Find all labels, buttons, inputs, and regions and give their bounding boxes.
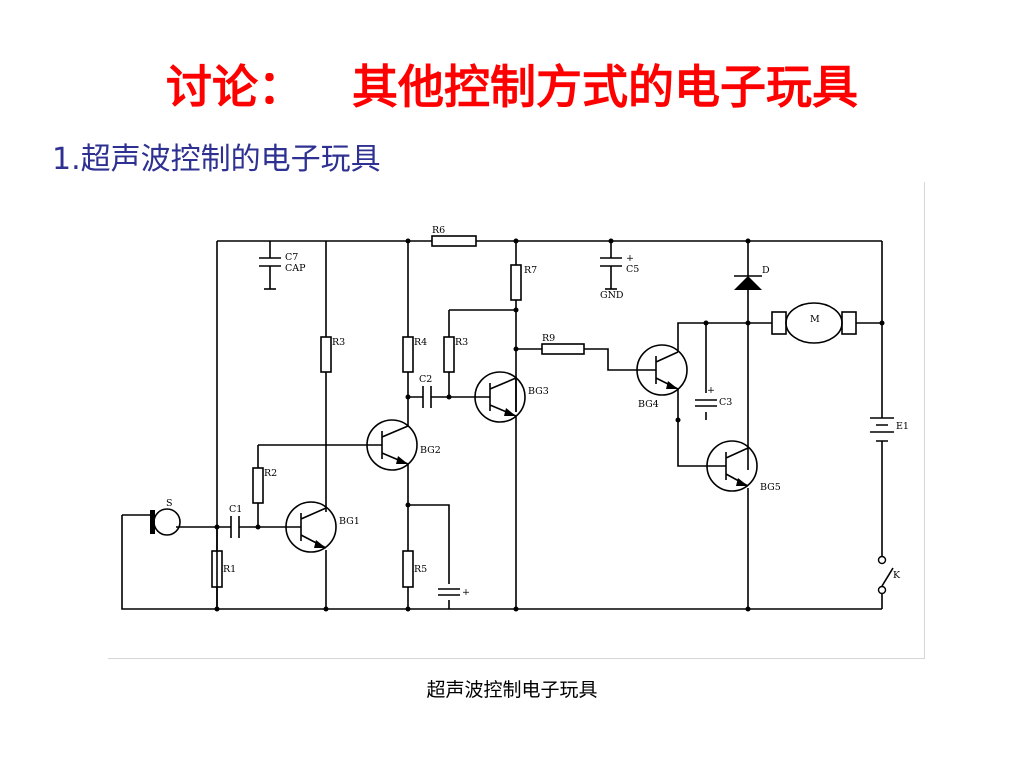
resistor-r3-right: [443, 336, 455, 373]
transistor-bg2: [366, 419, 418, 471]
label-k: K: [893, 570, 901, 581]
resistor-r5: [402, 550, 414, 588]
diode-d: [734, 275, 762, 290]
label-cap: CAP: [285, 263, 306, 274]
transistor-bg4: [636, 344, 688, 396]
capacitor-c5: [600, 257, 622, 267]
slide-subtitle: 1.超声波控制的电子玩具: [52, 142, 381, 177]
resistors: [211, 235, 585, 588]
resistor-r4: [402, 336, 414, 373]
junction-dots: [214, 238, 885, 612]
resistor-r2: [252, 467, 264, 504]
label-bg2: BG2: [420, 445, 441, 456]
label-plus-c3: +: [707, 385, 715, 396]
label-r2: R2: [264, 468, 277, 479]
label-bg3: BG3: [528, 386, 549, 397]
resistor-r7: [510, 264, 522, 301]
label-r3-left: R3: [332, 337, 345, 348]
resistor-r1: [211, 550, 223, 588]
label-bg5: BG5: [760, 482, 781, 493]
label-r9: R9: [542, 333, 555, 344]
resistor-r3-left: [320, 336, 332, 373]
transistor-bg3: [474, 371, 526, 423]
label-r3-right: R3: [455, 337, 468, 348]
transistor-bg1: [285, 501, 337, 553]
capacitor-c4: [438, 588, 460, 596]
capacitors: [230, 257, 717, 596]
resistor-r9: [541, 343, 585, 355]
microphone-s: [150, 508, 181, 536]
label-r4: R4: [414, 337, 427, 348]
label-r5: R5: [414, 564, 427, 575]
slide-title: 讨论： 其他控制方式的电子玩具: [165, 60, 859, 114]
label-e1: E1: [896, 421, 909, 432]
capacitor-c3: [695, 399, 717, 407]
label-bg4: BG4: [638, 399, 659, 410]
label-plus-c4: +: [462, 587, 470, 598]
label-s: S: [166, 498, 173, 509]
label-plus-c5: +: [626, 253, 634, 264]
transistor-bg5: [706, 440, 758, 492]
label-c2: C2: [419, 374, 432, 385]
label-m: M: [810, 314, 820, 325]
capacitor-c2: [422, 386, 432, 408]
motor-m: [771, 302, 857, 344]
wires: [121, 240, 883, 610]
label-c3: C3: [719, 397, 732, 408]
resistor-r6: [431, 235, 477, 247]
label-c1: C1: [229, 504, 242, 515]
label-r7: R7: [524, 265, 537, 276]
figure-frame: [108, 182, 925, 659]
label-c7: C7: [285, 252, 298, 263]
label-d: D: [762, 265, 770, 276]
figure-caption: 超声波控制电子玩具: [426, 679, 598, 701]
capacitor-c7: [259, 257, 281, 267]
label-bg1: BG1: [339, 516, 360, 527]
label-c5: C5: [626, 264, 639, 275]
label-r1: R1: [223, 564, 236, 575]
capacitor-c1: [230, 516, 240, 538]
switch-k: [877, 555, 894, 595]
label-gnd: GND: [600, 290, 624, 301]
battery-e1: [870, 417, 894, 442]
component-labels: C7 CAP R6 R7 C5 + GND D M R3 R4 R3 R9 C2…: [166, 225, 909, 598]
label-r6: R6: [432, 225, 445, 236]
